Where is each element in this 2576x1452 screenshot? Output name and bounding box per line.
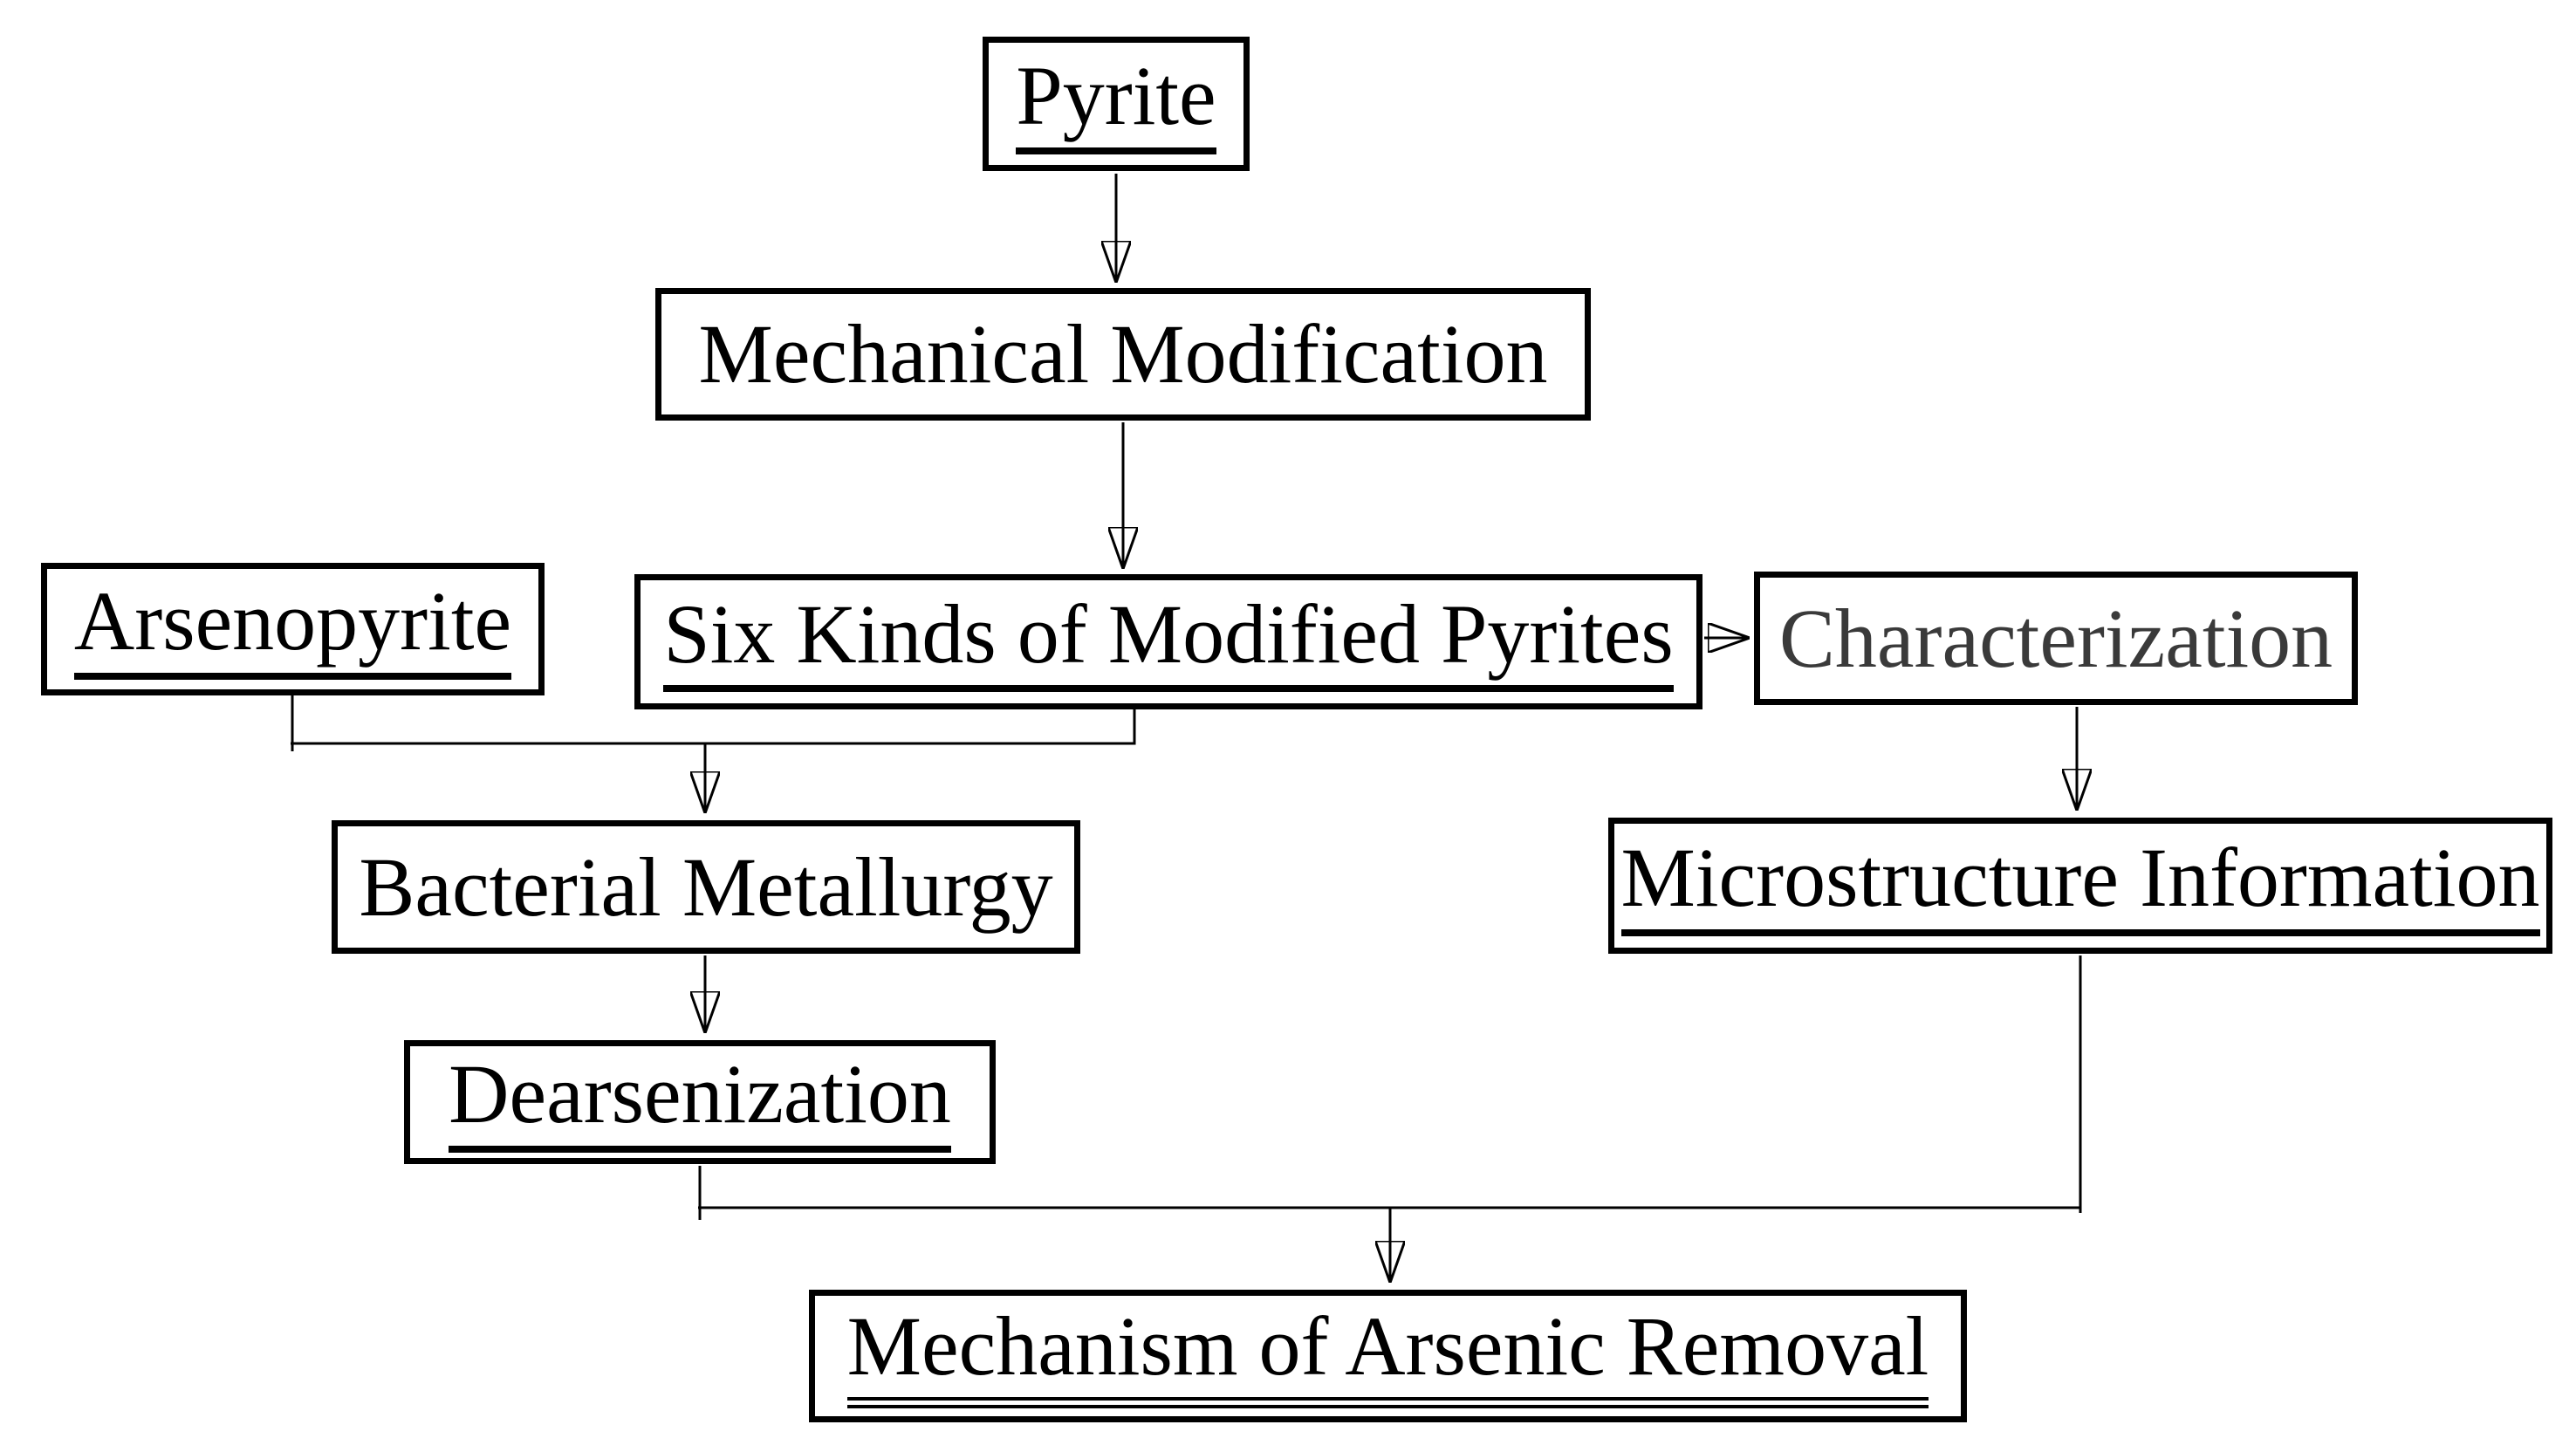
node-pyrite-label: Pyrite <box>1016 53 1216 154</box>
node-six-kinds-of-modified-pyrites-label: Six Kinds of Modified Pyrites <box>663 591 1674 693</box>
node-microstructure-information: Microstructure Information <box>1608 818 2552 954</box>
node-characterization-label: Characterization <box>1778 591 2333 685</box>
node-characterization: Characterization <box>1754 572 2358 705</box>
node-dearsenization-label: Dearsenization <box>449 1051 951 1153</box>
node-pyrite: Pyrite <box>983 37 1250 171</box>
node-arsenopyrite: Arsenopyrite <box>41 563 545 695</box>
node-mechanical-modification: Mechanical Modification <box>655 288 1591 421</box>
node-arsenopyrite-label: Arsenopyrite <box>73 579 512 680</box>
node-dearsenization: Dearsenization <box>404 1040 996 1164</box>
node-bacterial-metallurgy: Bacterial Metallurgy <box>332 820 1080 954</box>
node-mechanism-of-arsenic-removal: Mechanism of Arsenic Removal <box>809 1290 1967 1422</box>
node-mechanical-modification-label: Mechanical Modification <box>698 307 1548 401</box>
node-microstructure-information-label: Microstructure Information <box>1620 835 2540 936</box>
node-six-kinds-of-modified-pyrites: Six Kinds of Modified Pyrites <box>634 574 1702 709</box>
node-bacterial-metallurgy-label: Bacterial Metallurgy <box>359 839 1053 934</box>
node-mechanism-of-arsenic-removal-label: Mechanism of Arsenic Removal <box>846 1303 1929 1409</box>
